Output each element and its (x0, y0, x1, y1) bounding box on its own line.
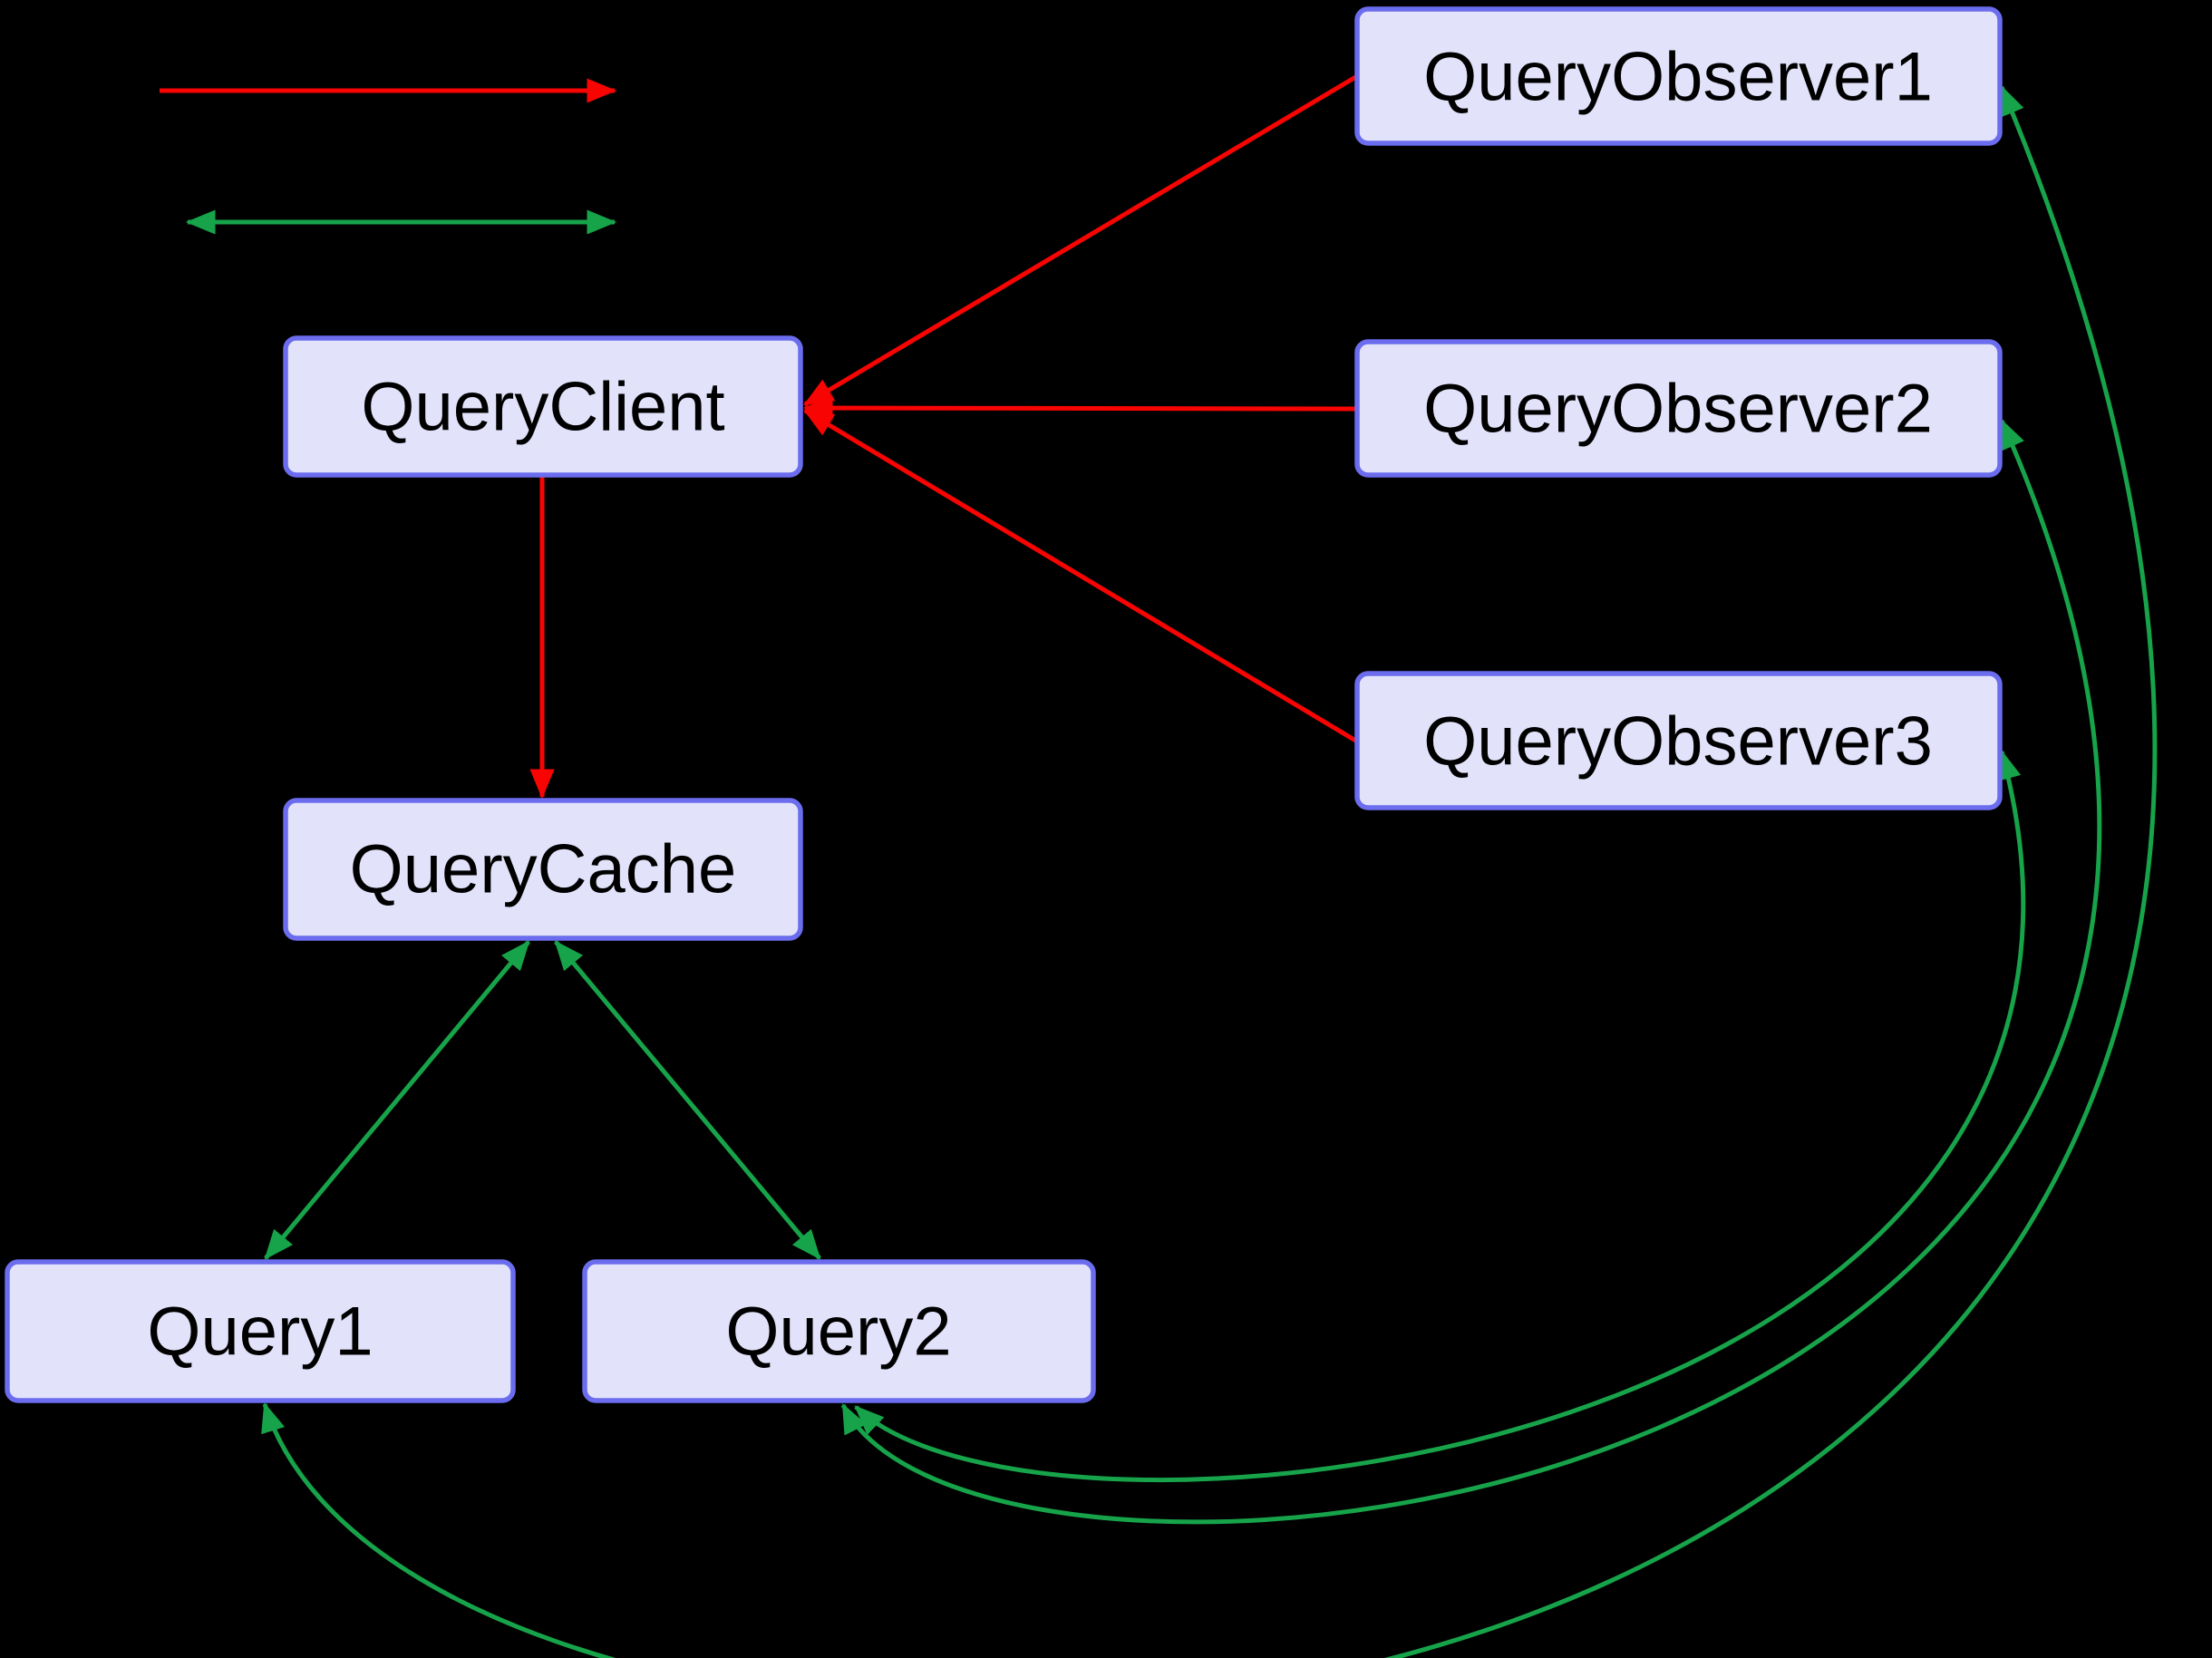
node-queryobserver2-box (1354, 339, 2003, 478)
node-querycache: QueryCache (283, 798, 803, 941)
legend (160, 78, 617, 235)
node-queryobserver3: QueryObserver3 (1354, 671, 2003, 810)
node-query1: Query1 (5, 1259, 516, 1403)
green-edges (261, 84, 2158, 1658)
node-queryobserver3-label: QueryObserver3 (1423, 703, 1933, 781)
edge-queryobserver1-queryclient (803, 73, 1359, 407)
node-queryobserver1-box (1354, 6, 2003, 146)
node-query2-label: Query2 (725, 1294, 951, 1371)
node-queryobserver2-label: QueryObserver2 (1423, 371, 1933, 448)
node-queryobserver1: QueryObserver1 (1354, 6, 2003, 146)
node-query2: Query2 (582, 1259, 1096, 1403)
edge-query1-queryobserver1 (261, 84, 2158, 1658)
node-queryclient-label: QueryClient (361, 369, 724, 446)
edge-queryobserver3-queryclient (803, 408, 1359, 744)
edge-querycache-query2 (554, 940, 821, 1260)
node-queryclient-box (283, 335, 803, 478)
edge-queryobserver2-queryclient (802, 395, 1358, 421)
node-query1-box (5, 1259, 516, 1403)
node-queryobserver2: QueryObserver2 (1354, 339, 2003, 478)
node-querycache-label: QueryCache (350, 831, 737, 908)
node-queryobserver3-box (1354, 671, 2003, 810)
edge-querycache-query1 (264, 940, 530, 1260)
node-queryobserver1-label: QueryObserver1 (1423, 39, 1933, 116)
node-query1-label: Query1 (147, 1294, 373, 1371)
node-querycache-box (283, 798, 803, 941)
node-query2-box (582, 1259, 1096, 1403)
node-queryclient: QueryClient (283, 335, 803, 478)
edge-query2-queryobserver3 (854, 749, 2026, 1483)
